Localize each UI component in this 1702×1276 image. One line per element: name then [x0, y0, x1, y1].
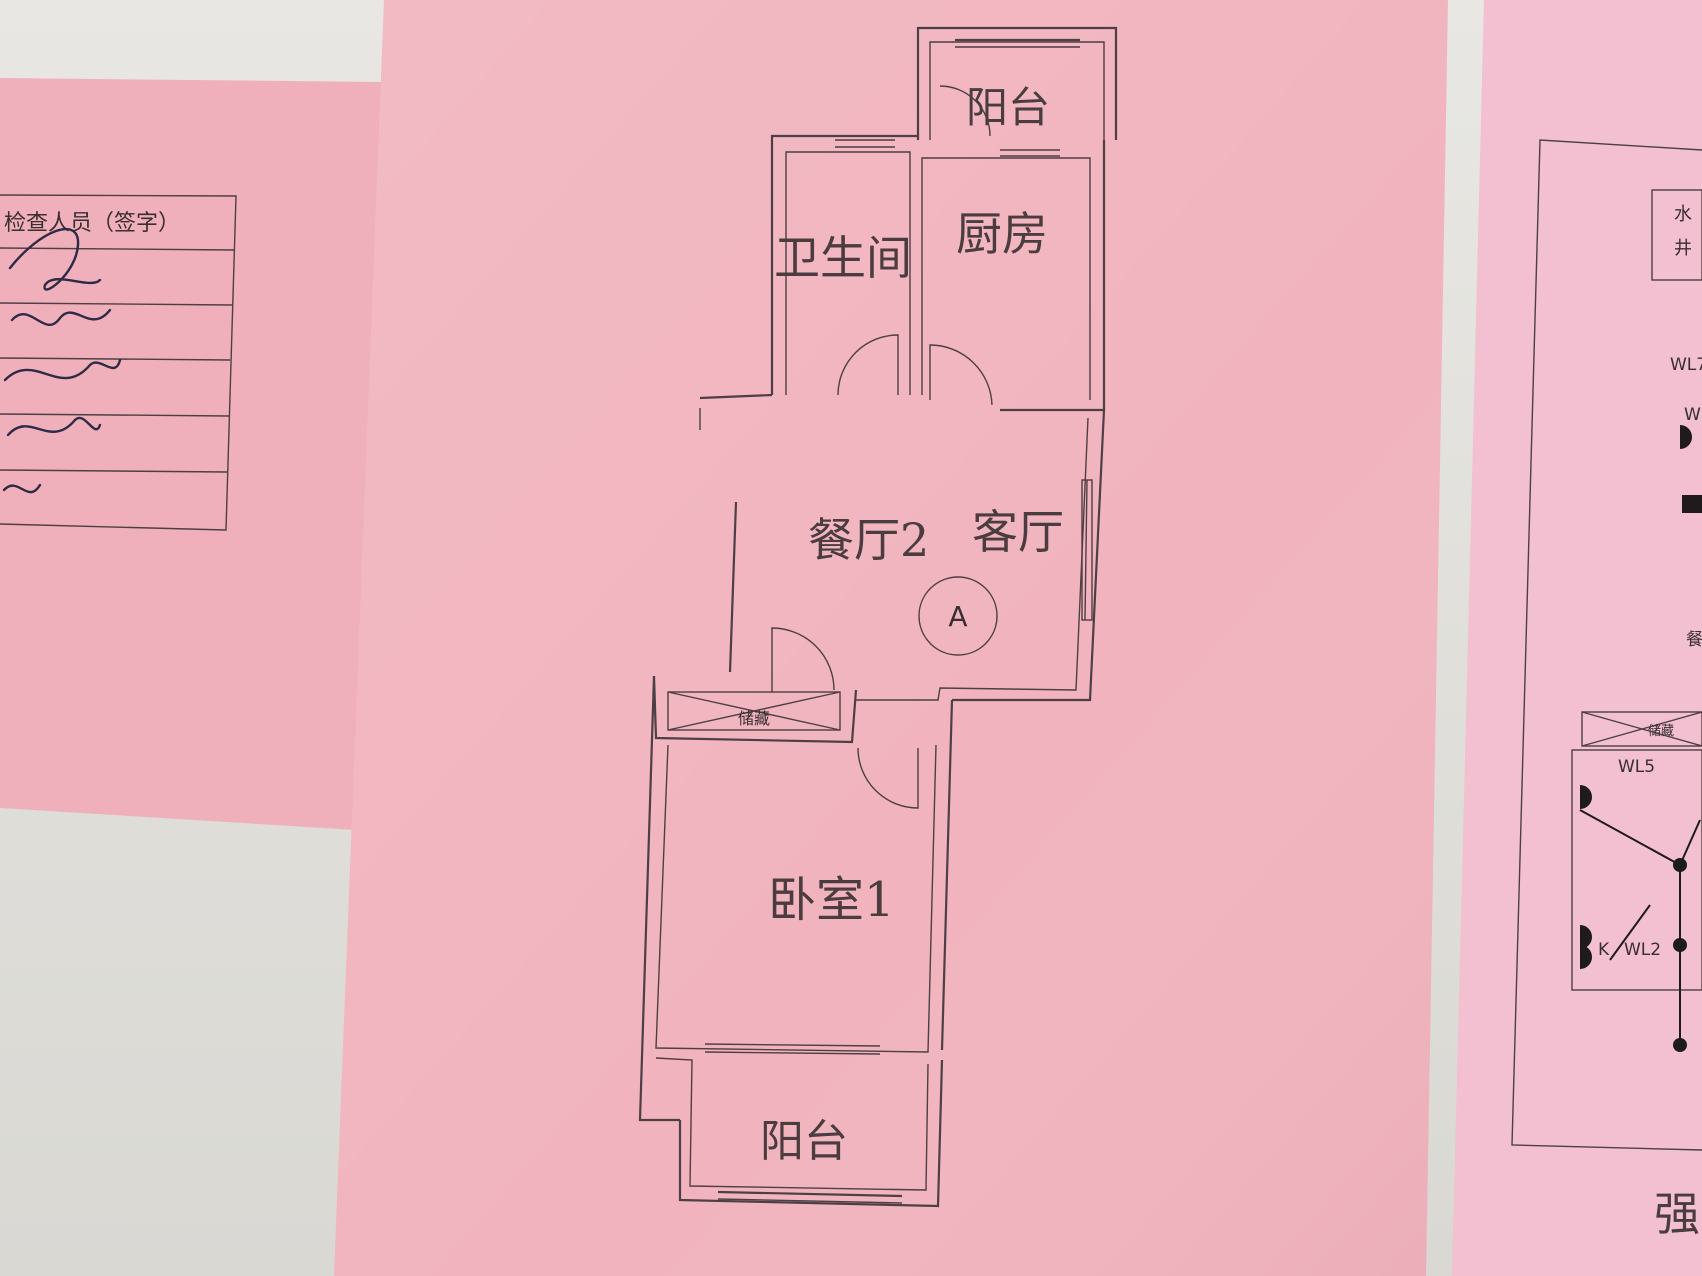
bedroom: 卧室1 — [638, 675, 954, 1122]
balcony-top: 阳台 — [916, 26, 1118, 157]
right-sheet-paper — [1452, 0, 1702, 1276]
bathroom: 卫生间 — [770, 134, 918, 396]
kitchen: 厨房 — [921, 140, 1106, 410]
wl7-label: WL7 — [1670, 355, 1702, 375]
balcony-bottom-label: 阳台 — [760, 1116, 848, 1167]
dining-partial-label: 餐厅 — [1686, 630, 1702, 650]
signature-table: 检查人员（签字） — [0, 194, 237, 531]
right-sheet-title: 强 — [1654, 1187, 1700, 1241]
balcony-top-label: 阳台 — [966, 83, 1050, 132]
center-sheet: 阳台 卫生间 厨房 — [334, 0, 1448, 1276]
left-sheet-paper — [0, 78, 382, 830]
handwritten-signatures — [2, 227, 122, 494]
living-label: 客厅 — [972, 505, 1064, 559]
unit-marker-label: A — [948, 600, 967, 633]
k-label: K — [1598, 940, 1610, 960]
wl5-label: WL5 — [1618, 757, 1655, 777]
table-header: 检查人员（签字） — [4, 211, 180, 236]
storage: 储藏 — [652, 627, 858, 744]
bedroom-label: 卧室1 — [768, 872, 895, 928]
bathroom-label: 卫生间 — [774, 231, 912, 285]
unit-marker-circle — [918, 576, 998, 656]
right-sheet: 水井 WL7 W 餐厅 储藏 WL5 K WL2 强 — [1452, 0, 1702, 1276]
living-dining: 餐厅2 客厅 A — [699, 393, 1106, 702]
storage-label-right: 储藏 — [1648, 724, 1674, 739]
wl2-label: WL2 — [1624, 940, 1661, 960]
floor-plan: 阳台 卫生间 厨房 — [638, 26, 1118, 1208]
wl-partial-label: W — [1684, 405, 1701, 425]
kitchen-label: 厨房 — [956, 207, 1048, 261]
storage-label: 储藏 — [738, 709, 770, 728]
balcony-bottom: 阳台 — [655, 1057, 944, 1208]
left-sheet: 检查人员（签字） — [0, 78, 382, 830]
dining-label: 餐厅2 — [808, 513, 929, 567]
shaft-label: 水井 — [1674, 204, 1692, 259]
